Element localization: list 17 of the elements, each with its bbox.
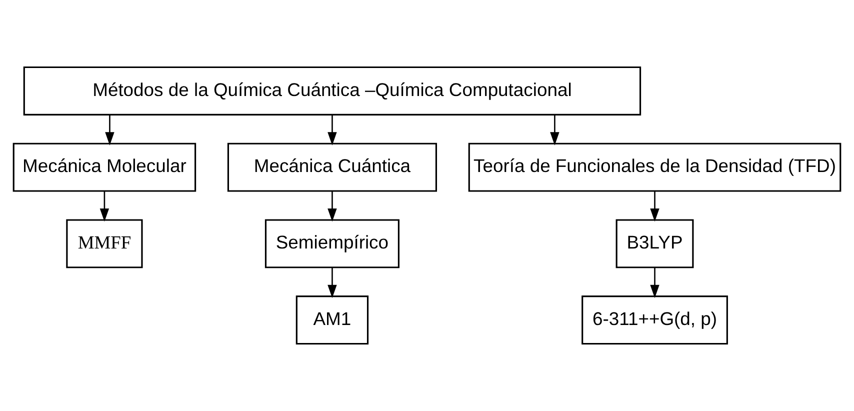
node-box: Semiempírico — [264, 219, 400, 268]
arrow — [100, 191, 110, 222]
node-box: B3LYP — [616, 219, 694, 268]
arrow — [328, 267, 337, 298]
arrow — [328, 191, 337, 222]
arrow — [328, 114, 337, 146]
node-box: Métodos de la Química Cuántica –Química Computacional — [23, 66, 642, 116]
node-box: MMFF — [66, 219, 143, 268]
arrow — [105, 114, 114, 146]
node-box: Mecánica Molecular — [12, 142, 196, 192]
node-box: 6-311++G(d, p) — [582, 296, 728, 345]
arrow — [650, 267, 660, 298]
node-box: Mecánica Cuántica — [227, 142, 437, 192]
arrow — [550, 114, 560, 146]
arrow — [650, 191, 660, 222]
node-box: AM1 — [296, 296, 369, 345]
node-box: Teoría de Funcionales de la Densidad (TFD) — [468, 142, 842, 192]
